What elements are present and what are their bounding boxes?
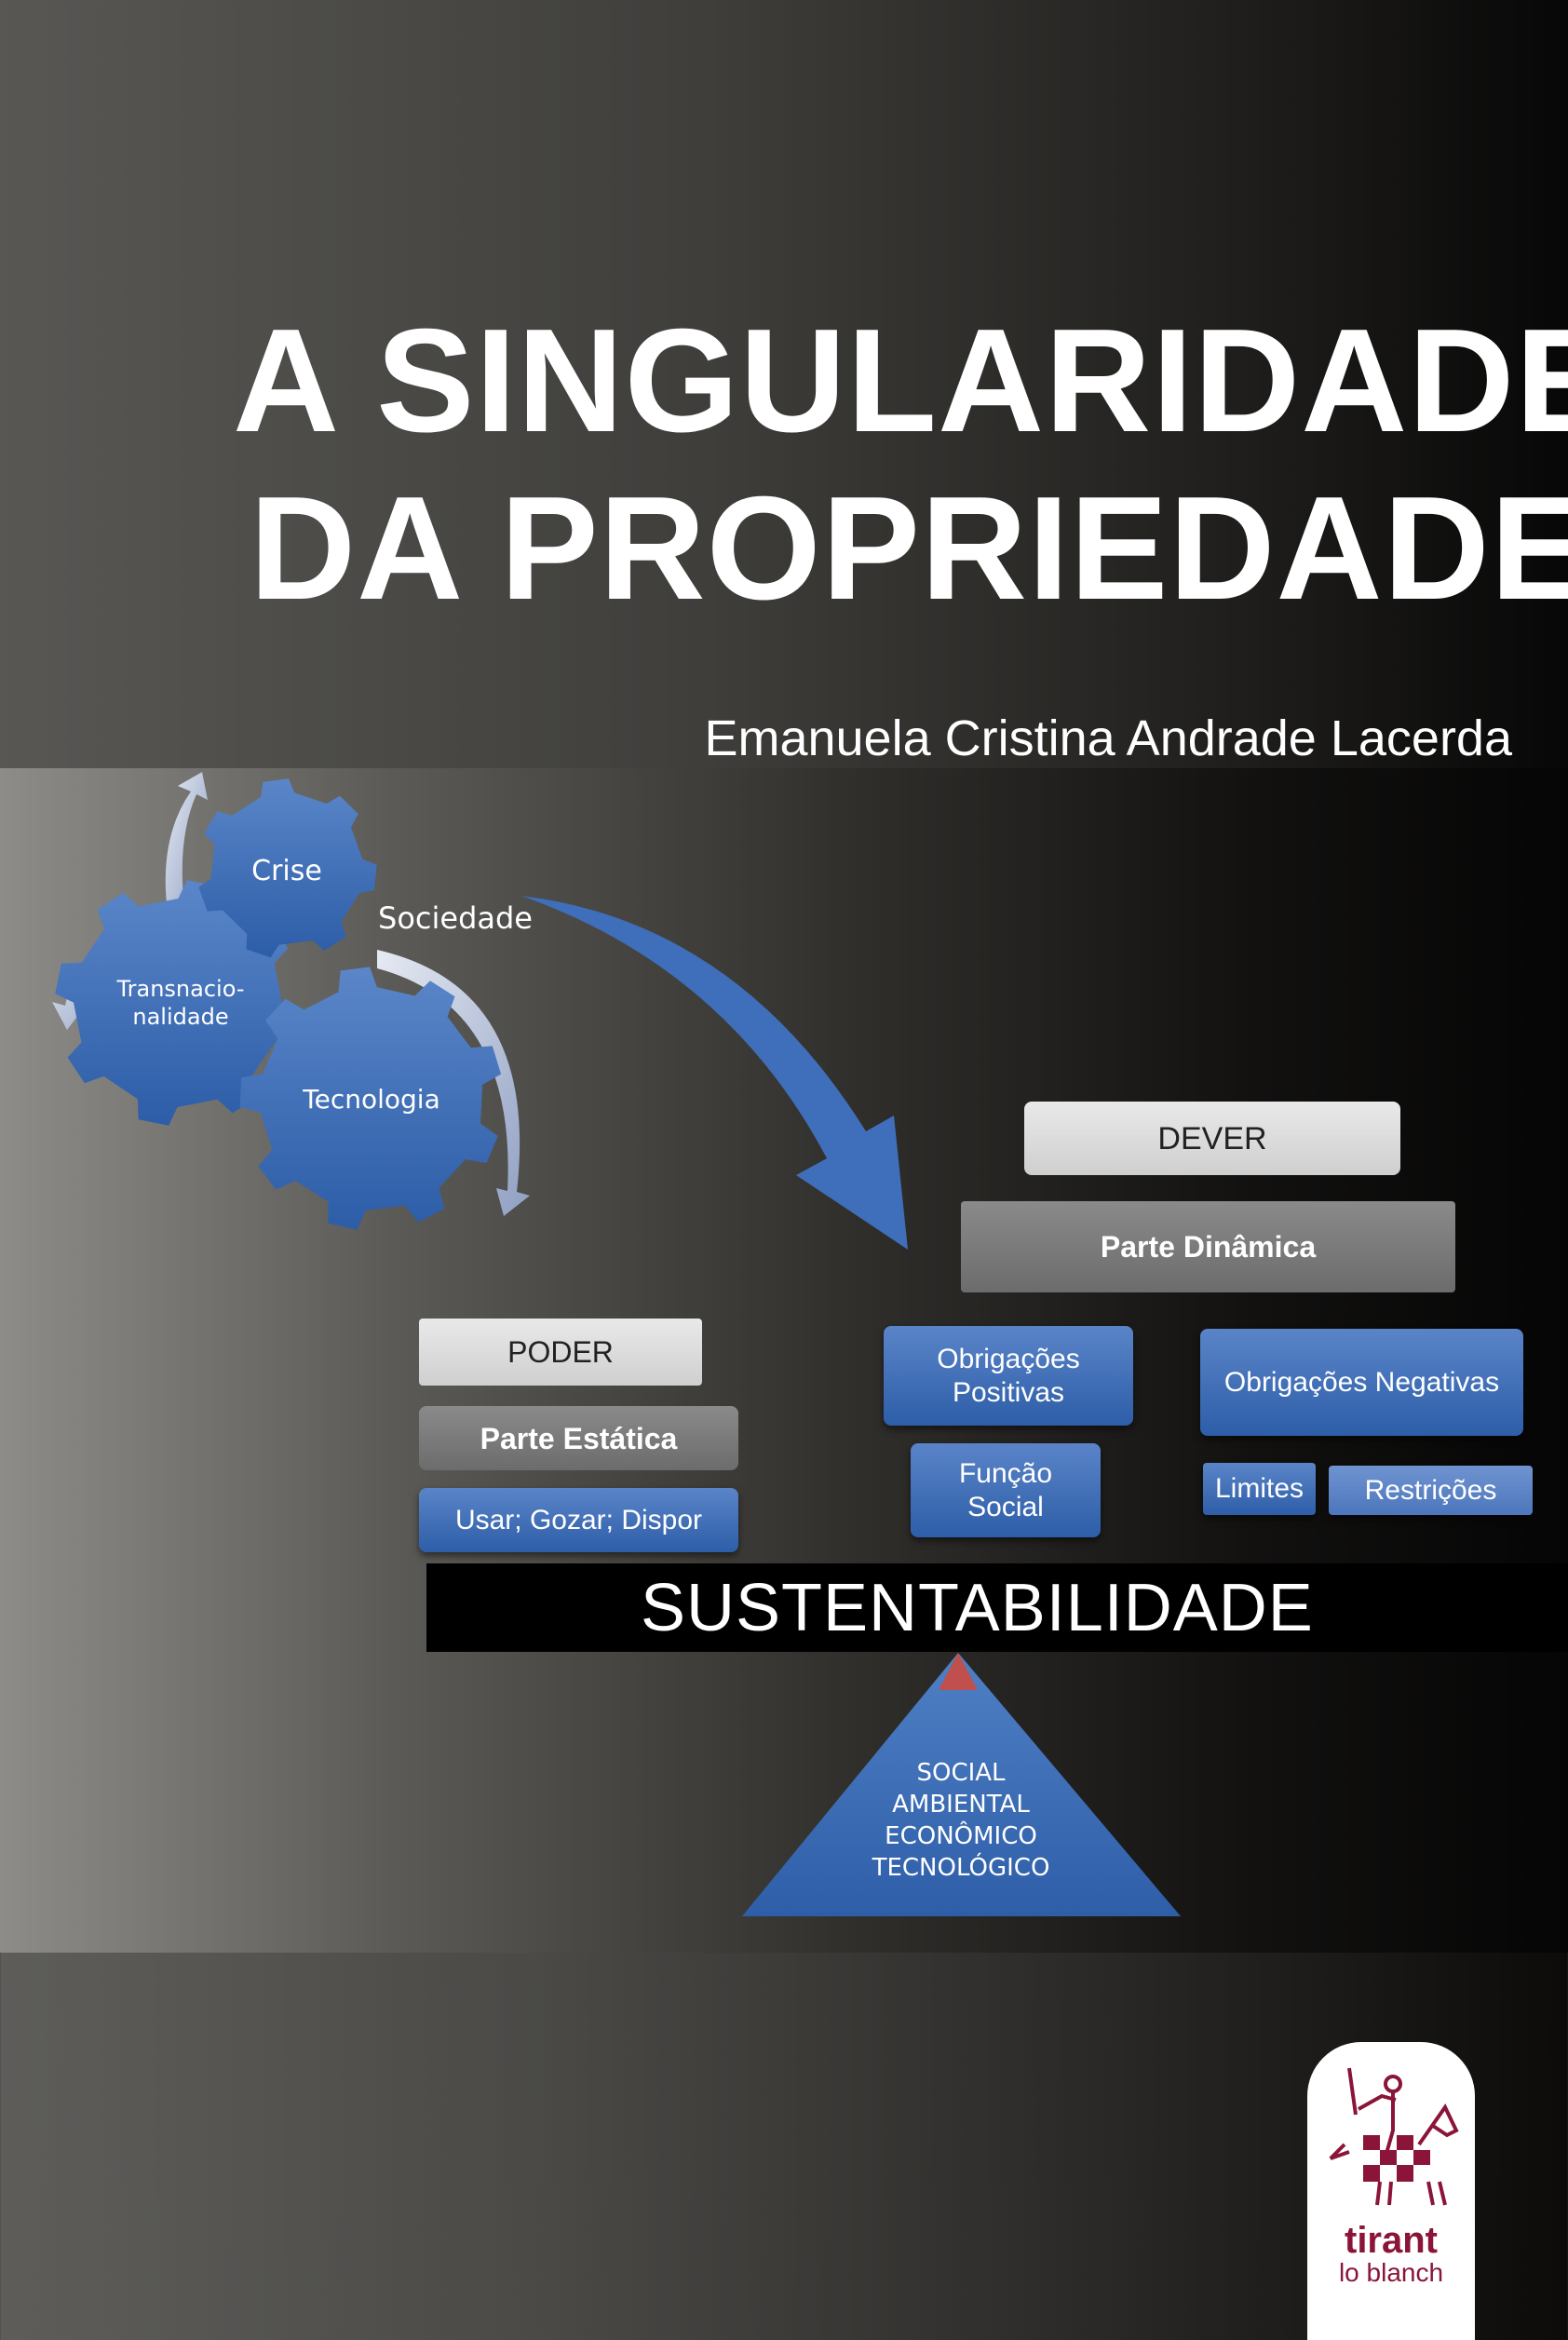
obrigacoes-negativas-box: Obrigações Negativas: [1200, 1329, 1523, 1436]
pillar-ambiental: AMBIENTAL: [892, 1791, 1030, 1819]
limites-box: Limites: [1203, 1463, 1316, 1515]
cycle-arrow-right: [377, 950, 530, 1216]
gear-label-transnacionalidade-1: Transnacio-: [116, 976, 245, 1002]
funcao-social-line1: Função: [958, 1457, 1053, 1489]
pillar-economico: ECONÔMICO: [885, 1820, 1037, 1850]
pillars-triangle: [742, 1653, 1181, 1916]
title-line-1: A SINGULARIDADE: [233, 299, 1568, 463]
top-background: [0, 0, 1568, 768]
poder-box: PODER: [419, 1319, 702, 1386]
gear-crise: [198, 778, 377, 958]
gear-label-crise: Crise: [251, 855, 322, 887]
parte-dinamica-box: Parte Dinâmica: [961, 1201, 1455, 1292]
parte-estatica-box: Parte Estática: [419, 1406, 738, 1470]
title-line-2: DA PROPRIEDADE: [250, 467, 1568, 630]
sustentabilidade-bar: SUSTENTABILIDADE: [426, 1563, 1568, 1652]
obrigacoes-positivas-box: Obrigações Positivas: [884, 1326, 1133, 1426]
sociedade-label: Sociedade: [378, 900, 533, 936]
publisher-name-line1: tirant: [1345, 2220, 1438, 2261]
author-name: Emanuela Cristina Andrade Lacerda: [704, 710, 1512, 766]
usar-gozar-dispor-box: Usar; Gozar; Dispor: [419, 1488, 738, 1552]
sustentabilidade-label: SUSTENTABILIDADE: [641, 1570, 1314, 1645]
restricoes-box: Restrições: [1329, 1466, 1533, 1515]
funcao-social-line2: Social: [967, 1491, 1044, 1522]
pillar-social: SOCIAL: [916, 1759, 1006, 1787]
dever-box: DEVER: [1024, 1102, 1400, 1175]
big-curved-arrow: [521, 896, 908, 1250]
gear-tecnologia: [239, 967, 502, 1230]
knight-on-horse-icon: [1329, 2067, 1459, 2206]
gear-label-tecnologia: Tecnologia: [302, 1084, 439, 1115]
publisher-logo: tirant lo blanch: [1307, 2042, 1475, 2340]
pillar-tecnologico: TECNOLÓGICO: [872, 1852, 1050, 1882]
book-title: A SINGULARIDADE DA PROPRIEDADE: [233, 307, 1568, 622]
obrigacoes-positivas-line2: Positivas: [952, 1376, 1065, 1408]
cycle-arrow-top: [165, 772, 208, 913]
obrigacoes-positivas-line1: Obrigações: [937, 1343, 1080, 1374]
gear-transnacionalidade: [55, 880, 301, 1126]
triangle-red-tip: [939, 1653, 978, 1690]
funcao-social-box: Função Social: [911, 1443, 1101, 1537]
publisher-name-line2: lo blanch: [1338, 2258, 1444, 2287]
gear-label-transnacionalidade-2: nalidade: [132, 1004, 228, 1030]
